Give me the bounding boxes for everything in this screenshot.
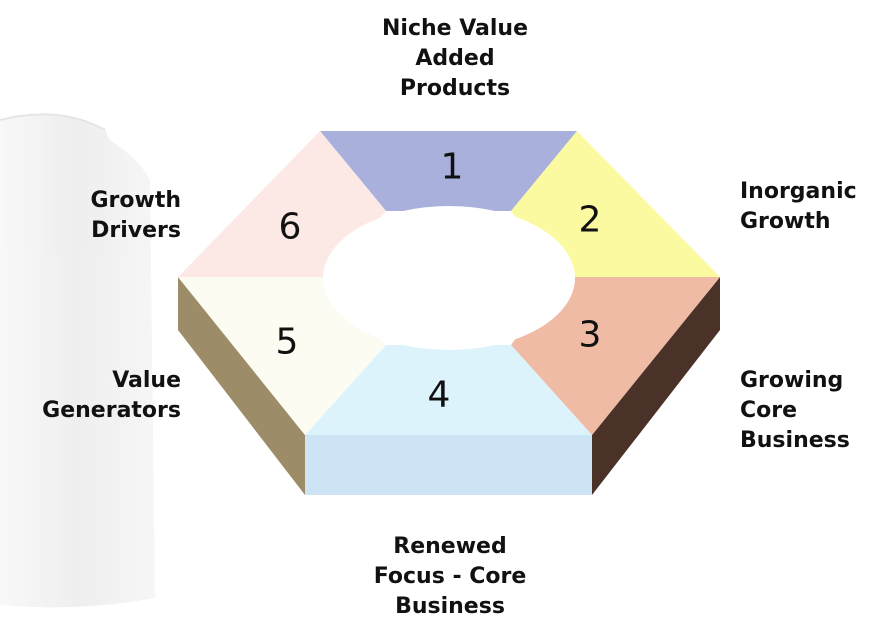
segment-2 [511, 131, 720, 277]
segment-4 [305, 345, 592, 435]
segment-3-number: 3 [579, 315, 602, 356]
thread-spool-image [0, 113, 155, 608]
segment-1-label: Niche Value Added Products [381, 16, 529, 101]
segment-3-label: Growing Core Business [740, 368, 850, 453]
segment-6-label: Growth Drivers [90, 188, 181, 243]
segment-2-number: 2 [579, 200, 602, 241]
segment-2-label: Inorganic Growth [740, 179, 857, 234]
segment-6-number: 6 [279, 207, 302, 248]
segment-5 [178, 277, 386, 435]
segment-1 [320, 131, 577, 211]
segment-4-number: 4 [428, 375, 451, 416]
segment-6 [178, 131, 386, 277]
segment-5-label: Value Generators [42, 368, 181, 423]
segment-5-number: 5 [276, 322, 299, 363]
center-hole [323, 206, 575, 350]
hexagon-side-left [178, 277, 305, 495]
hexagon-side-right [592, 277, 720, 495]
segment-1-number: 1 [441, 147, 464, 188]
hexagon-side-front [305, 435, 592, 495]
segment-4-label: Renewed Focus - Core Business [373, 534, 527, 619]
segment-3 [511, 277, 720, 435]
